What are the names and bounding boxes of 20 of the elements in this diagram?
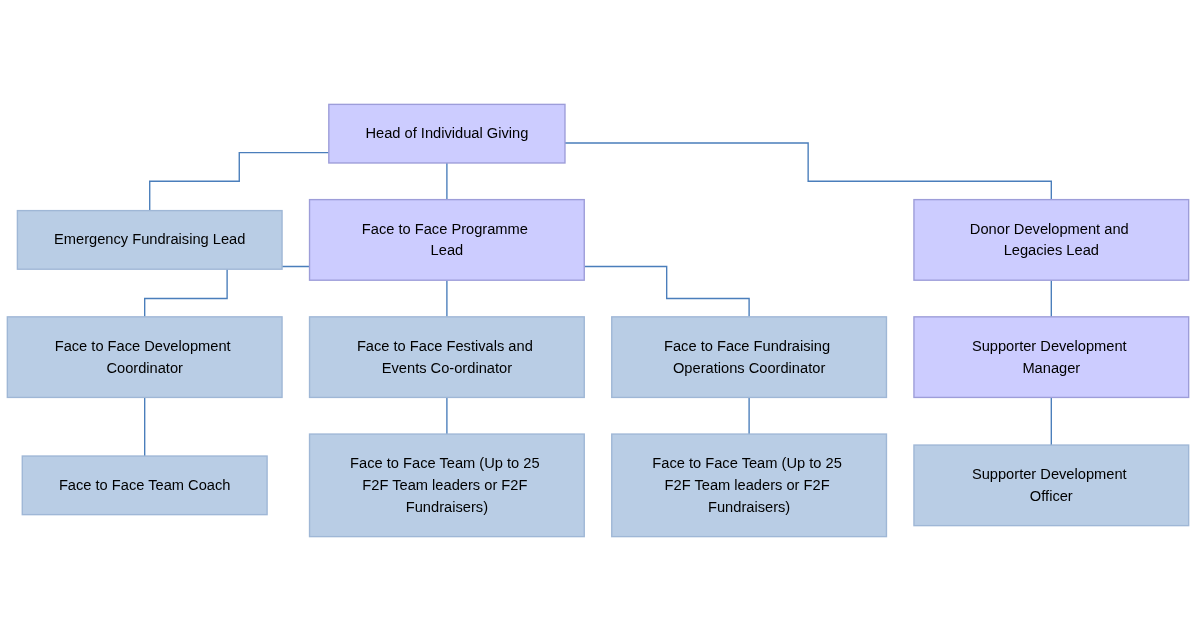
connector <box>1050 396 1052 446</box>
connector <box>446 162 448 201</box>
connector <box>748 396 750 435</box>
connector <box>564 142 1052 201</box>
node-box: Emergency Fundraising Lead <box>16 209 283 270</box>
connector <box>446 279 448 318</box>
node-box: Face to Face Team (Up to 25 F2F Team leaders or F2F Fundraisers) <box>611 433 888 538</box>
node-box: Face to Face Programme Lead <box>308 198 585 281</box>
connector <box>1050 279 1052 318</box>
node-box: Face to Face Team (Up to 25 F2F Team leaders or F2F Fundraisers) <box>308 433 585 538</box>
connector <box>144 396 146 457</box>
node-box: Face to Face Fundraising Operations Coordinator <box>611 316 888 399</box>
node-box: Face to Face Development Coordinator <box>6 316 283 399</box>
node-box: Supporter Development Officer <box>913 444 1190 527</box>
connector <box>446 396 448 435</box>
node-box: Face to Face Team Coach <box>21 455 268 516</box>
node-box: Head of Individual Giving <box>328 103 566 164</box>
node-box: Face to Face Festivals and Events Co-ordinator <box>308 316 585 399</box>
node-box: Donor Development and Legacies Lead <box>913 198 1190 281</box>
node-box: Supporter Development Manager <box>913 316 1190 399</box>
